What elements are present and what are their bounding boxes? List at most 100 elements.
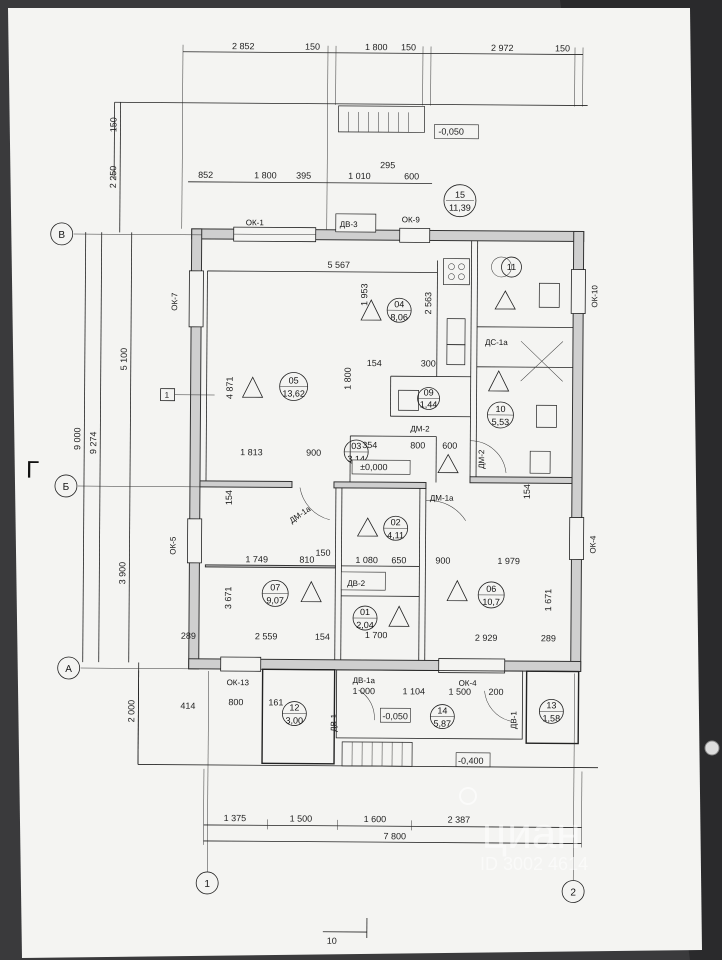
inner-dimensions: 5 567 1 953 2 563 4 871 1 800 154 300 1 … [180, 260, 556, 711]
room-05: 05 13,62 [241, 372, 309, 401]
svg-text:8,06: 8,06 [390, 312, 408, 322]
window-ok4-bottom: ОК-4 [459, 679, 478, 688]
svg-text:05: 05 [289, 375, 299, 385]
svg-text:5,87: 5,87 [434, 719, 452, 729]
top2-dim-6: 600 [404, 171, 419, 181]
idim-354: 354 [362, 440, 377, 450]
idim-3671: 3 671 [223, 587, 233, 610]
idim-300: 300 [421, 358, 436, 368]
svg-text:03: 03 [351, 441, 361, 451]
axis-2: 2 [570, 887, 576, 898]
window-ok1: ОК-1 [246, 218, 265, 227]
svg-text:04: 04 [394, 299, 404, 309]
bottom-dimensions: 1 375 1 500 1 600 2 387 7 800 [203, 768, 583, 848]
windows: ОК-1 ОК-9 ОК-7 ОК-10 ОК-5 ОК-4 ОК-13 ОК-… [168, 215, 599, 688]
left-dim-9000: 9 000 [72, 427, 82, 450]
svg-text:14: 14 [437, 706, 447, 716]
room-14: 14 5,87 [429, 704, 455, 729]
watermark-id: ID 3002 4614 [480, 854, 588, 874]
door-dm2-a: ДМ-2 [410, 424, 430, 433]
grid-axes: В Б А 1 2 Г 1 [26, 222, 585, 903]
svg-text:12: 12 [289, 703, 299, 713]
door-dv1a: ДВ-1а [353, 676, 376, 685]
room-labels: 05 13,62 04 8,06 11 09 1,44 10 5,53 [241, 256, 522, 631]
svg-text:5,53: 5,53 [492, 417, 510, 427]
room-15-area: 11,39 [449, 203, 471, 213]
idim-1953: 1 953 [359, 283, 369, 306]
marker-square: 1 [165, 391, 170, 400]
room-07: 07 9,07 [261, 580, 322, 607]
room-13: 13 1,58 [538, 698, 564, 724]
watermark-brand: циан [482, 809, 581, 858]
idim-154-d: 154 [522, 484, 532, 499]
idim-150: 150 [315, 548, 330, 558]
svg-text:10,7: 10,7 [482, 597, 500, 607]
svg-text:02: 02 [391, 517, 401, 527]
bottom-dim-2387: 2 387 [448, 815, 471, 825]
room-11: 11 [494, 256, 522, 310]
idim-800-b: 800 [228, 697, 243, 707]
idim-2929: 2 929 [475, 633, 498, 643]
svg-text:9,07: 9,07 [266, 595, 284, 605]
left-dim-2250: 2 250 [108, 166, 118, 189]
left-dim-5100: 5 100 [119, 348, 129, 371]
door-dv2: ДВ-2 [347, 579, 365, 588]
axis-a: А [65, 664, 72, 675]
idim-1000: 1 000 [352, 686, 375, 696]
idim-1671: 1 671 [543, 589, 553, 612]
idim-161: 161 [268, 697, 283, 707]
svg-text:3,14: 3,14 [347, 454, 365, 464]
idim-1813: 1 813 [240, 447, 263, 457]
svg-text:2,04: 2,04 [356, 620, 374, 630]
room-02: 02 4,11 [356, 515, 409, 541]
top-dim-1: 2 852 [232, 41, 255, 51]
left-dim-3900: 3 900 [117, 562, 127, 585]
idim-810: 810 [299, 555, 314, 565]
svg-text:01: 01 [360, 607, 370, 617]
top2-dim-2: 1 800 [254, 170, 277, 180]
idim-414: 414 [180, 701, 195, 711]
svg-text:1,44: 1,44 [420, 399, 438, 409]
axis-v: В [58, 230, 65, 241]
svg-text:4,11: 4,11 [387, 530, 404, 540]
svg-text:06: 06 [486, 584, 496, 594]
window-ok4: ОК-4 [588, 535, 597, 554]
idim-4871: 4 871 [225, 377, 235, 400]
window-ok13: ОК-13 [227, 678, 250, 687]
svg-text:09: 09 [424, 387, 434, 397]
section-mark: Г [26, 457, 39, 484]
idim-5567: 5 567 [327, 260, 350, 270]
room-03: 03 3,14 ±0,000 [343, 439, 459, 475]
top-dim-3: 1 800 [365, 42, 388, 52]
scale-value: 10 [327, 936, 337, 946]
idim-1700: 1 700 [365, 630, 388, 640]
door-ds1a: ДС-1а [485, 338, 508, 347]
idim-154-a: 154 [367, 358, 382, 368]
door-dm2-b: ДМ-2 [477, 449, 486, 469]
room-12: 12 3,00 [281, 701, 307, 726]
kitchen-fixtures [398, 256, 564, 474]
scale-note: 10 [322, 918, 368, 946]
idim-1500: 1 500 [448, 687, 471, 697]
idim-2559: 2 559 [255, 631, 278, 641]
room-06: 06 10,7 [446, 579, 505, 609]
svg-text:11: 11 [507, 262, 516, 272]
idim-800-a: 800 [410, 440, 425, 450]
left-dim-2000: 2 000 [126, 700, 136, 723]
idim-289-b: 289 [541, 633, 556, 643]
svg-text:1,58: 1,58 [543, 713, 561, 723]
svg-text:07: 07 [270, 582, 280, 592]
level-porch: -0,050 [382, 711, 408, 721]
window-ok5: ОК-5 [168, 536, 177, 555]
door-dv3: ДВ-3 [340, 220, 358, 229]
window-ok9: ОК-9 [402, 215, 421, 224]
idim-289-a: 289 [181, 631, 196, 641]
idim-1080: 1 080 [355, 555, 378, 565]
top2-dim-1: 852 [198, 170, 213, 180]
window-ok7: ОК-7 [170, 292, 179, 311]
room-10: 10 5,53 [487, 370, 514, 429]
top-dim-6: 150 [555, 43, 570, 53]
idim-200: 200 [488, 687, 503, 697]
